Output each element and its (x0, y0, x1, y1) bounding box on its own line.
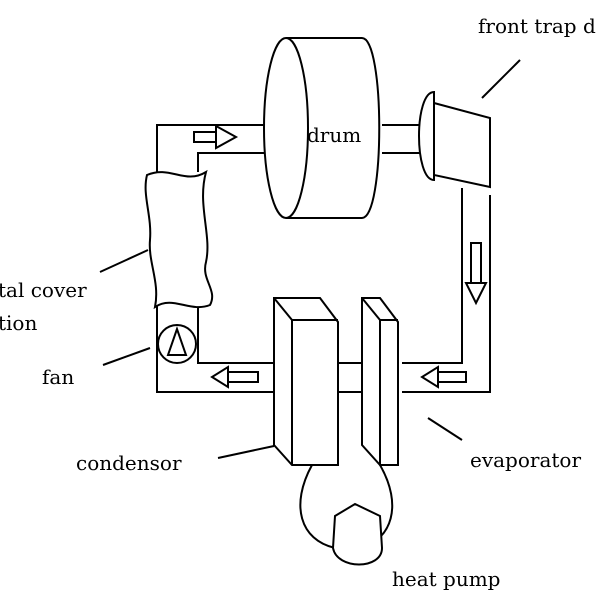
evaporator-label: evaporator (470, 448, 581, 472)
evaporator-block (361, 297, 399, 466)
condensor-label: condensor (76, 451, 182, 475)
cover-label: tal cover (0, 278, 87, 302)
flow-arrow-top (193, 124, 239, 150)
bottom-duct-outer (156, 305, 274, 393)
top-duct-inner (197, 152, 282, 172)
front-trap-label: front trap d (478, 14, 596, 38)
drum-shape (263, 37, 381, 219)
cover-label-line-2: tion (0, 311, 37, 335)
top-duct-outer (156, 124, 282, 172)
leader-condensor (217, 445, 275, 459)
right-duct-inner (402, 188, 463, 364)
heat-pump-label: heat pump (392, 567, 501, 591)
condensor-block (273, 297, 339, 466)
leader-evaporator (427, 417, 463, 441)
right-duct-outer (402, 195, 491, 393)
flow-arrow-evaporator-in (420, 365, 467, 389)
drum-label: drum (307, 123, 361, 147)
flow-arrow-fan-return (210, 365, 259, 389)
fan-label: fan (42, 365, 74, 389)
cover-section-shape (144, 169, 214, 310)
air-duct-loop (156, 124, 491, 393)
leader-fan (102, 347, 151, 366)
bottom-duct-inner (197, 305, 274, 364)
fan-icon (157, 324, 197, 364)
flow-arrow-down (464, 242, 488, 306)
compressor-shape (331, 502, 384, 566)
front-trap-filter-shape (418, 90, 491, 189)
leader-front-trap (481, 59, 521, 99)
leader-cover (99, 249, 149, 273)
